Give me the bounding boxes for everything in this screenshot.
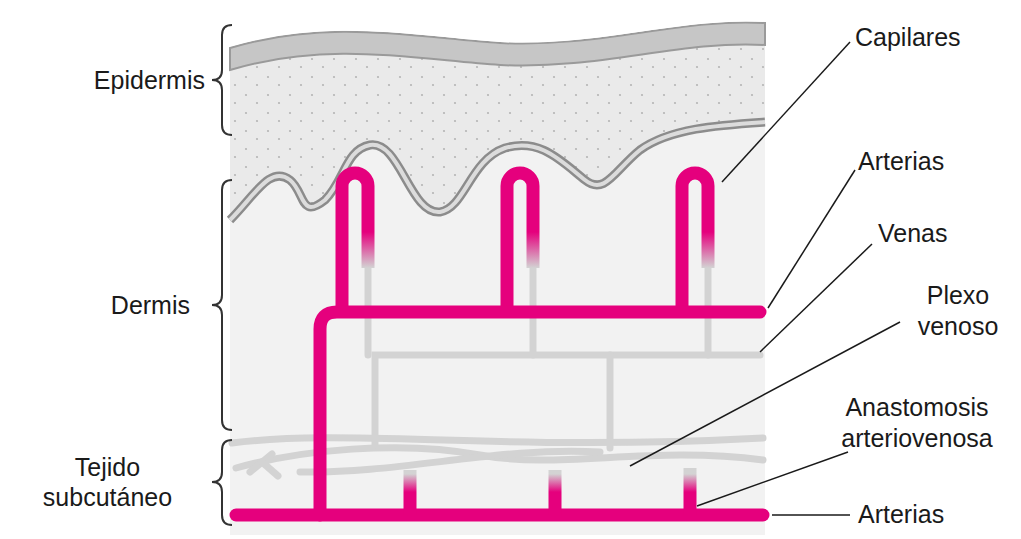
layer-label: Dermis <box>20 290 190 320</box>
layer-label: Epidermis <box>20 65 205 95</box>
layer-label: Tejido subcutáneo <box>20 452 195 512</box>
callout-label: Arterias <box>858 500 1008 529</box>
callout-label: Anastomosis arteriovenosa <box>818 392 1016 455</box>
callout-label: Arterias <box>858 146 1008 176</box>
callout-label: Capilares <box>855 22 1005 52</box>
callout-label: Venas <box>878 218 1008 248</box>
callout-label: Plexo venoso <box>903 280 1013 343</box>
